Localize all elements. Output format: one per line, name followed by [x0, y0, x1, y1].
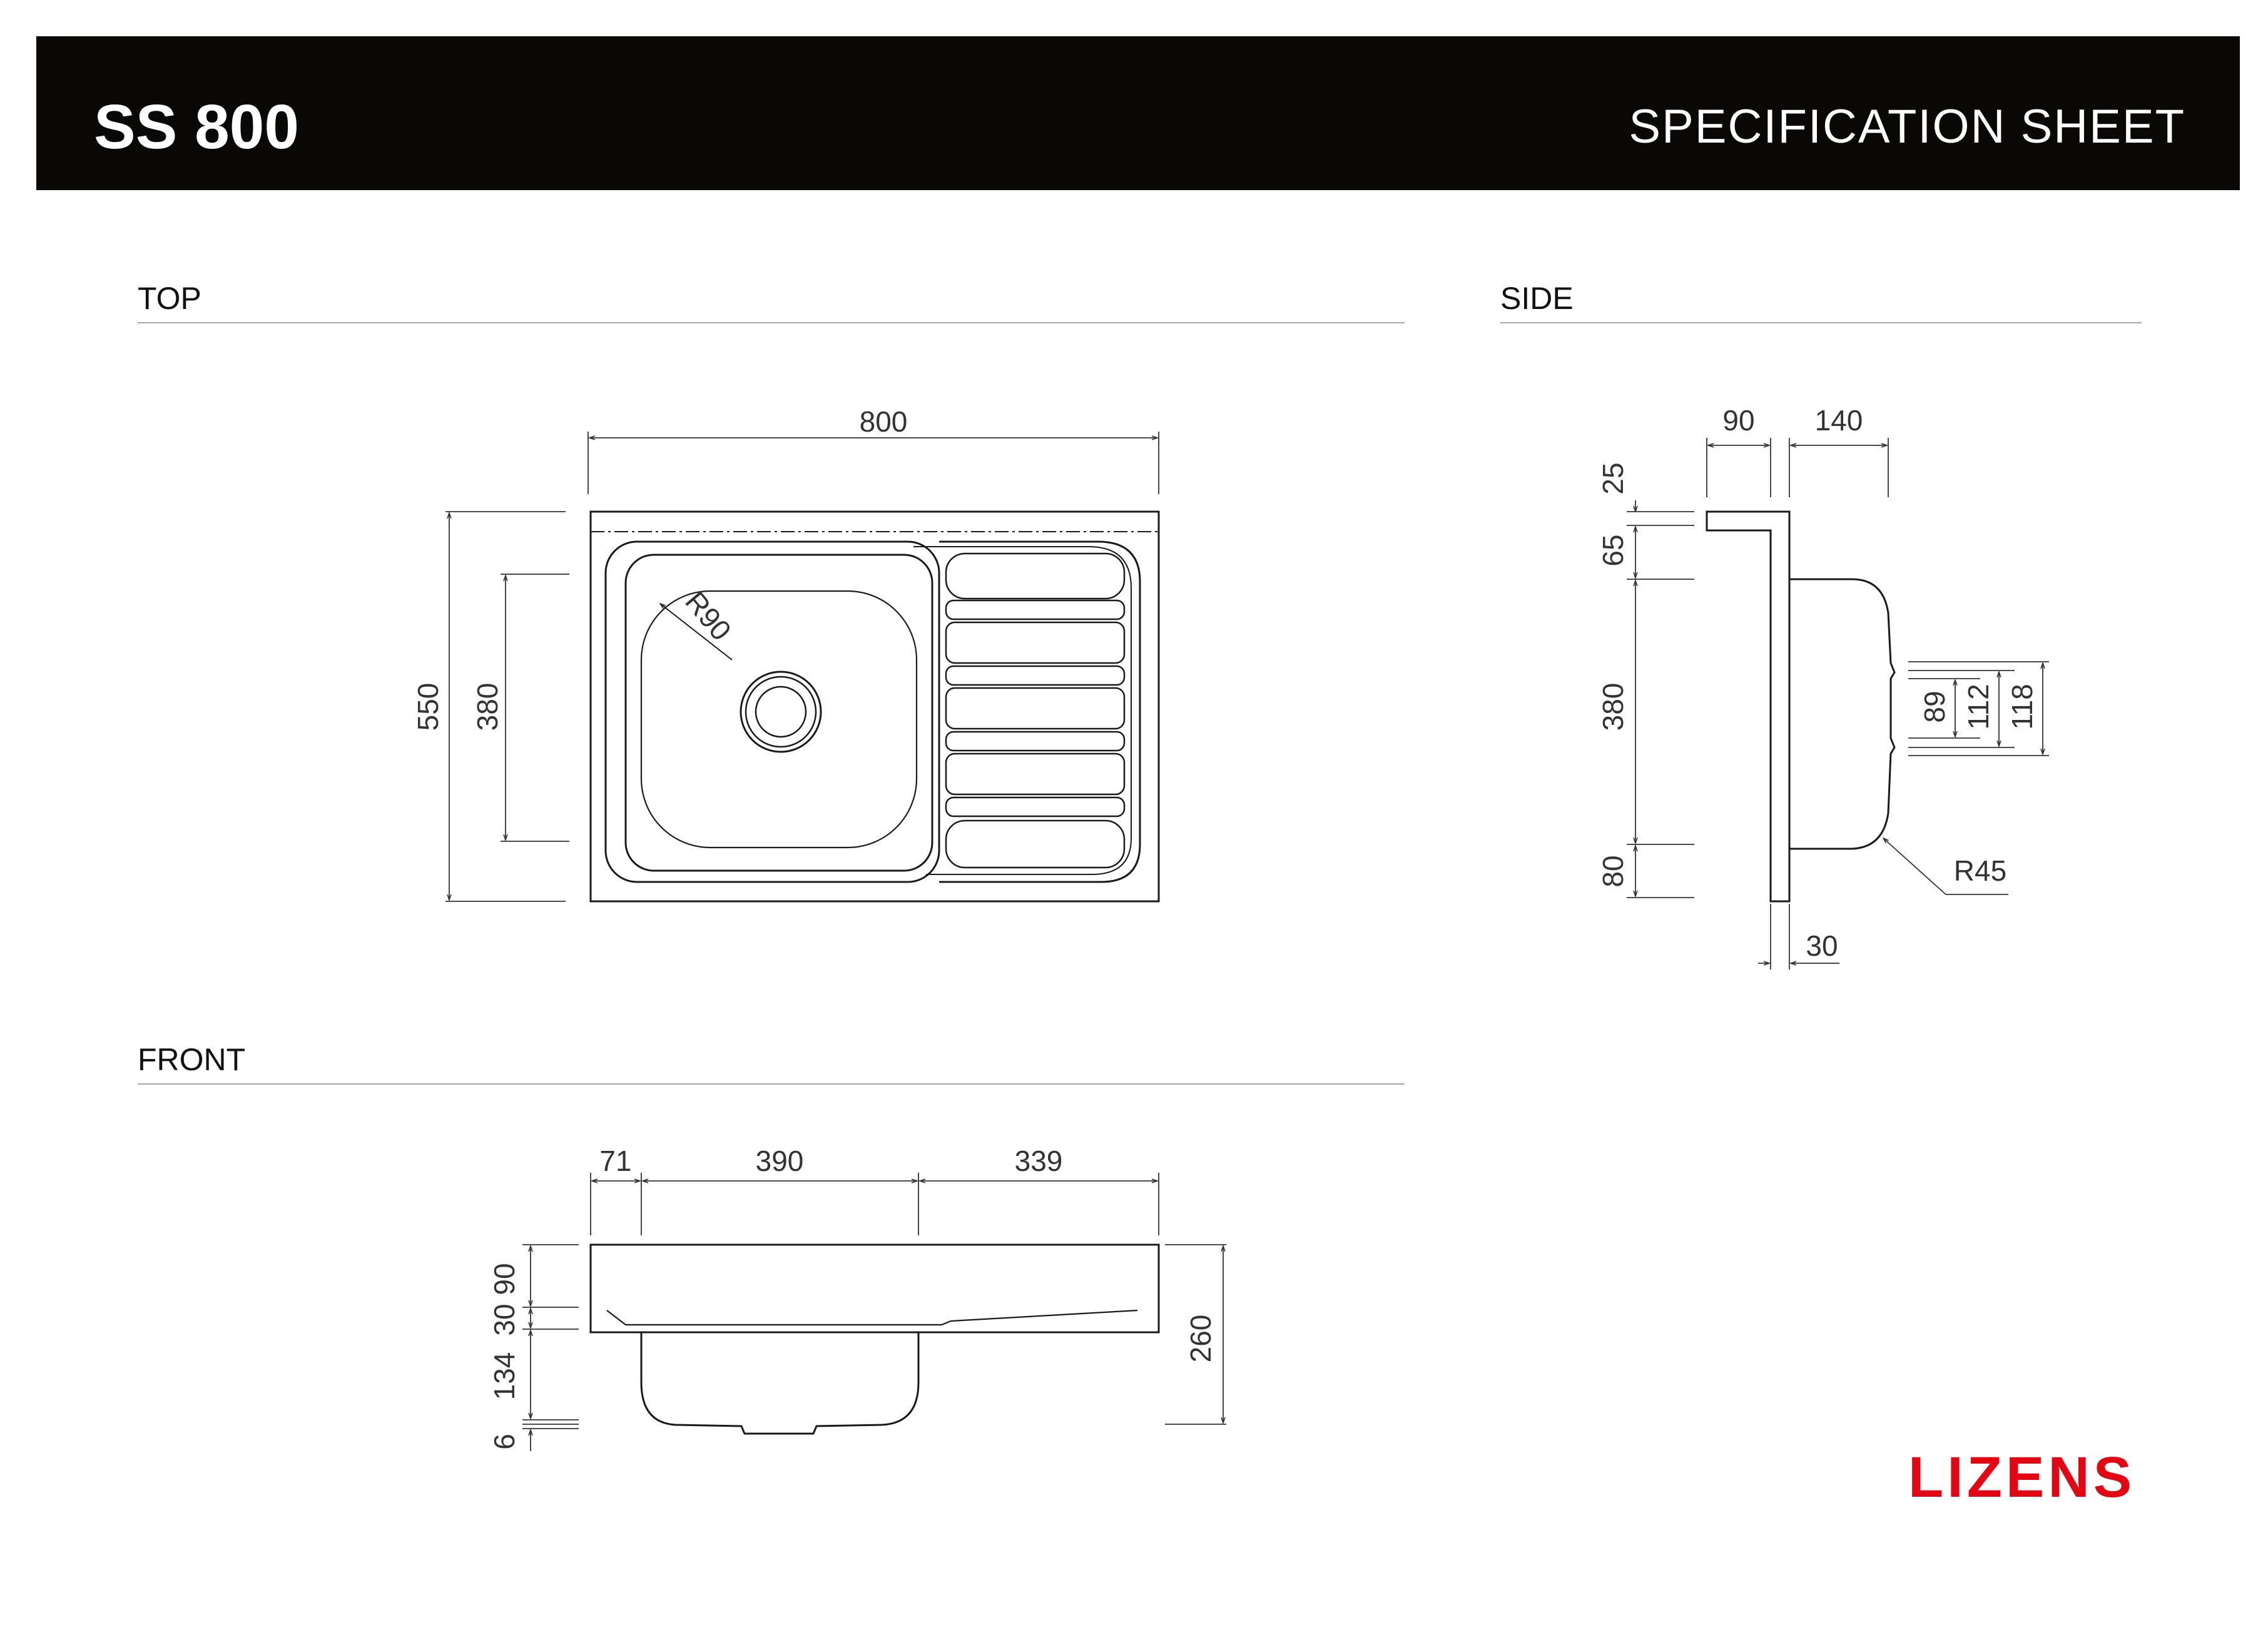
side-profile [1706, 510, 1791, 903]
top-dim-labels: 800 550 380 R90 [412, 405, 907, 731]
top-dimensions [445, 432, 1159, 902]
drainer-rib [945, 687, 1126, 730]
side-bowl [1789, 578, 1896, 850]
front-dimensions [522, 1173, 1226, 1451]
side-dim-65: 65 [1597, 534, 1629, 566]
top-r90-leader [660, 604, 733, 661]
section-rule-top [138, 322, 1405, 323]
top-drainer-outline [939, 540, 1141, 883]
brand-logo: LIZENS [1908, 1445, 2136, 1509]
top-bowl-inner [624, 554, 933, 872]
side-dim-30: 30 [1806, 929, 1838, 962]
side-dim-25: 25 [1597, 462, 1629, 494]
top-waste-outer [740, 671, 822, 753]
top-dim-380: 380 [471, 683, 504, 731]
top-waste-inner [755, 686, 807, 738]
front-dim-6: 6 [488, 1434, 521, 1450]
front-view [589, 1243, 1160, 1435]
section-rule-side [1500, 322, 2142, 323]
front-dim-134: 134 [488, 1352, 521, 1400]
header-bar [36, 36, 2240, 190]
side-dim-80: 80 [1597, 855, 1629, 887]
sheet-title: SPECIFICATION SHEET [1629, 100, 2185, 153]
side-view [1706, 510, 1896, 903]
front-bowl [640, 1332, 920, 1435]
side-dim-labels: 90 140 25 65 380 80 89 112 118 R45 30 [1597, 404, 2038, 962]
side-dim-118: 118 [2006, 684, 2038, 729]
drainer-rib [945, 796, 1126, 818]
drainer-rib [945, 599, 1126, 620]
side-dim-89: 89 [1918, 691, 1951, 722]
front-drainer-slope [606, 1309, 1138, 1326]
side-dim-140: 140 [1815, 404, 1863, 437]
front-sink-outline [589, 1243, 1160, 1334]
section-rule-front [138, 1083, 1405, 1085]
section-label-side: SIDE [1500, 281, 1574, 316]
front-dim-90: 90 [488, 1263, 521, 1295]
top-view [589, 510, 1160, 903]
product-title: SS 800 [94, 92, 300, 162]
front-dim-339: 339 [1015, 1145, 1063, 1177]
drainer-rib [945, 731, 1126, 752]
drainer-rib [945, 665, 1126, 686]
front-dim-390: 390 [756, 1145, 804, 1177]
side-dim-380: 380 [1597, 683, 1629, 731]
front-dim-labels: 71 390 339 90 30 134 6 260 [488, 1145, 1217, 1450]
side-dim-90: 90 [1722, 404, 1754, 437]
section-label-top: TOP [138, 281, 201, 316]
drainer-rib [945, 552, 1126, 600]
side-dim-r45: R45 [1954, 854, 2006, 887]
r45-leader [1883, 838, 1946, 895]
drainer-rib [945, 621, 1126, 664]
top-sink-outline [589, 510, 1160, 903]
section-label-front: FRONT [138, 1042, 246, 1077]
side-dim-112: 112 [1962, 684, 1995, 729]
top-dim-550: 550 [412, 683, 444, 731]
side-dimensions [1627, 438, 2049, 969]
top-drainer-inner [913, 546, 1132, 875]
top-dim-800: 800 [860, 405, 908, 438]
front-dim-260: 260 [1184, 1315, 1217, 1363]
top-waste-mid [745, 676, 817, 748]
top-bowl-outer [604, 540, 940, 883]
drainer-rib [945, 819, 1126, 869]
front-dim-71: 71 [599, 1145, 631, 1177]
drainer-rib [945, 752, 1126, 796]
top-bowl-floor [640, 590, 918, 849]
front-dim-30: 30 [488, 1304, 521, 1335]
